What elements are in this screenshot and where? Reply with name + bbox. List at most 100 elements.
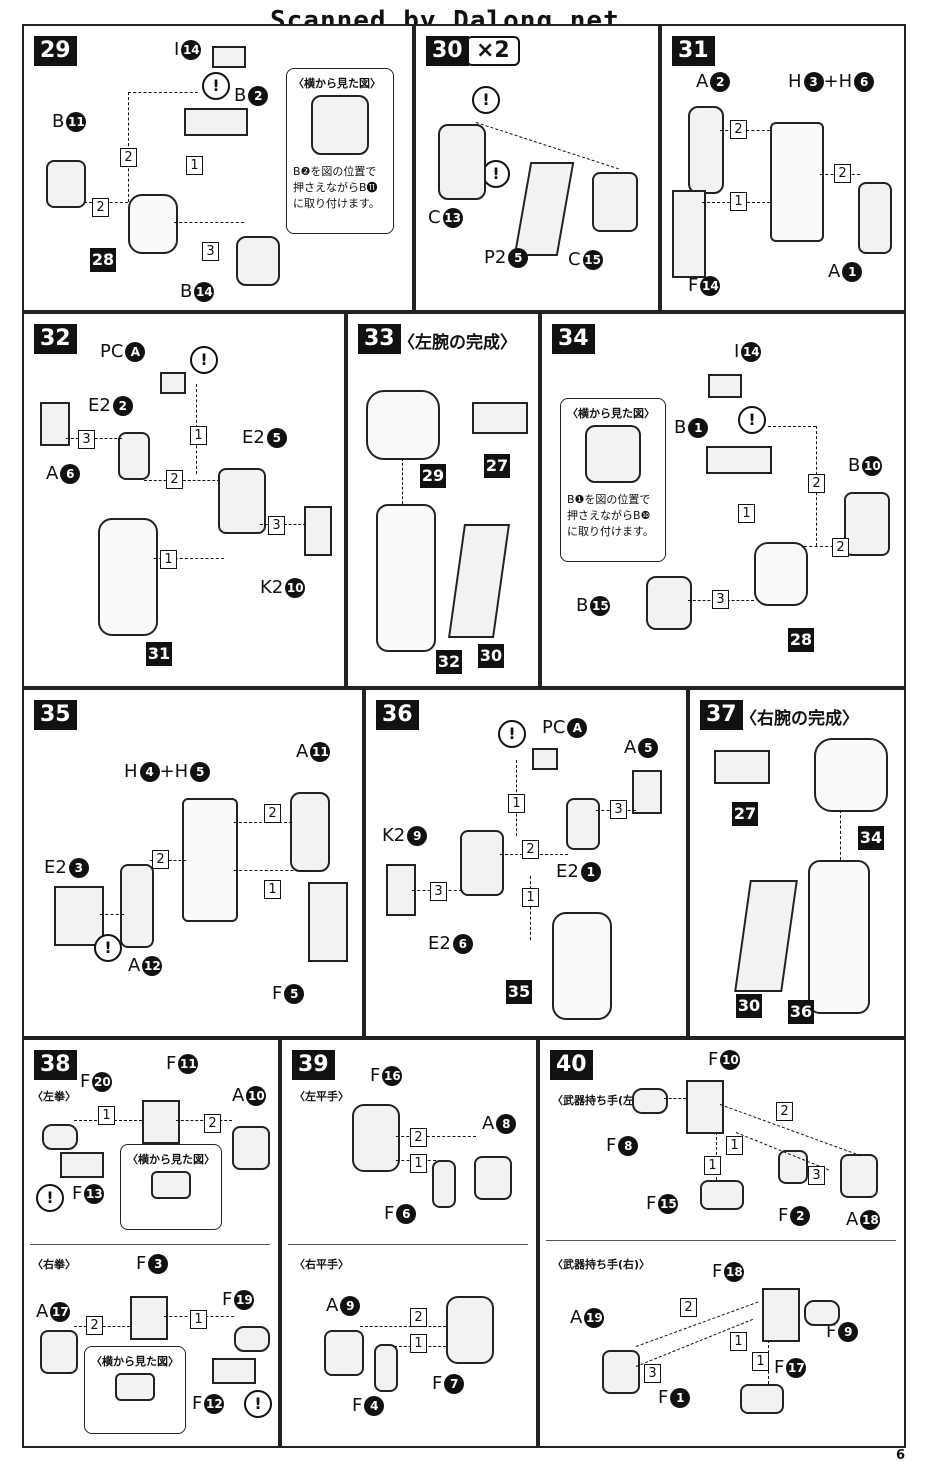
part-shape bbox=[592, 172, 638, 232]
caution-icon: ! bbox=[190, 346, 218, 374]
finger-part bbox=[234, 1326, 270, 1352]
step-number: 30 bbox=[426, 36, 469, 66]
subsection-title: 〈右拳〉 bbox=[32, 1258, 76, 1271]
sequence-number: 1 bbox=[160, 550, 177, 569]
reference-badge: 28 bbox=[788, 628, 814, 652]
knuckle-part bbox=[740, 1384, 784, 1414]
sequence-number: 2 bbox=[152, 850, 169, 869]
sequence-number: 1 bbox=[752, 1352, 769, 1371]
part-shape bbox=[290, 792, 330, 872]
sequence-number: 2 bbox=[730, 120, 747, 139]
part-shape bbox=[118, 432, 150, 480]
wrist-guard bbox=[602, 1350, 640, 1394]
part-shape bbox=[513, 162, 575, 256]
part-shape bbox=[472, 402, 528, 434]
wrist-guard bbox=[474, 1156, 512, 1200]
reference-badge: 27 bbox=[484, 454, 510, 478]
forearm bbox=[552, 912, 612, 1020]
sequence-number: 2 bbox=[808, 474, 825, 493]
caution-icon: ! bbox=[94, 934, 122, 962]
step-number: 29 bbox=[34, 36, 77, 66]
assembly-line bbox=[360, 1326, 446, 1327]
caution-icon: ! bbox=[738, 406, 766, 434]
part-shape bbox=[646, 576, 692, 630]
sequence-number: 1 bbox=[190, 426, 207, 445]
step-number: 36 bbox=[376, 700, 419, 730]
step-37-panel: 37 〈右腕の完成〉 27 34 30 36 bbox=[688, 688, 906, 1038]
step-number: 33 bbox=[358, 324, 401, 354]
sequence-number: 2 bbox=[120, 148, 137, 167]
assembly-line bbox=[396, 1136, 476, 1137]
side-view-note: 〈横から見た図〉 bbox=[84, 1346, 186, 1434]
sequence-number: 1 bbox=[730, 1332, 747, 1351]
assembly-line bbox=[234, 822, 292, 823]
forearm bbox=[808, 860, 870, 1014]
note-illustration bbox=[115, 1373, 155, 1401]
part-shape bbox=[120, 864, 154, 948]
palm-part bbox=[142, 1100, 180, 1144]
palm-part bbox=[762, 1288, 800, 1342]
finger-part bbox=[374, 1344, 398, 1392]
knuckle-part bbox=[700, 1180, 744, 1210]
multiplier-badge: ×2 bbox=[466, 36, 520, 66]
subsection-title: 〈左拳〉 bbox=[32, 1090, 76, 1103]
part-shape bbox=[308, 882, 348, 962]
part-shape bbox=[304, 506, 332, 556]
wrist-guard bbox=[40, 1330, 78, 1374]
forearm bbox=[376, 504, 436, 652]
reference-badge: 27 bbox=[732, 802, 758, 826]
palm-part bbox=[686, 1080, 724, 1134]
part-shape bbox=[212, 46, 246, 68]
part-shape bbox=[714, 750, 770, 784]
step-title: 〈右腕の完成〉 bbox=[740, 709, 859, 729]
step-33-panel: 33 〈左腕の完成〉 29 27 32 30 bbox=[346, 312, 540, 688]
shoulder-joint bbox=[754, 542, 808, 606]
sequence-number: 3 bbox=[268, 516, 285, 535]
step-number: 39 bbox=[292, 1050, 335, 1080]
sequence-number: 1 bbox=[508, 794, 525, 813]
subsection-title: 〈左平手〉 bbox=[294, 1090, 349, 1103]
reference-badge: 30 bbox=[478, 644, 504, 668]
reference-badge: 34 bbox=[858, 826, 884, 850]
wrist-guard bbox=[840, 1154, 878, 1198]
sequence-number: 3 bbox=[430, 882, 447, 901]
side-view-note: 〈横から見た図〉 B❷を図の位置で押さえながらB⓫に取り付けます。 bbox=[286, 68, 394, 234]
shoulder-joint bbox=[128, 194, 178, 254]
part-shape bbox=[734, 880, 798, 992]
part-shape bbox=[672, 190, 706, 278]
assembly-line bbox=[128, 92, 198, 93]
part-shape bbox=[447, 524, 511, 638]
palm-part bbox=[352, 1104, 400, 1172]
